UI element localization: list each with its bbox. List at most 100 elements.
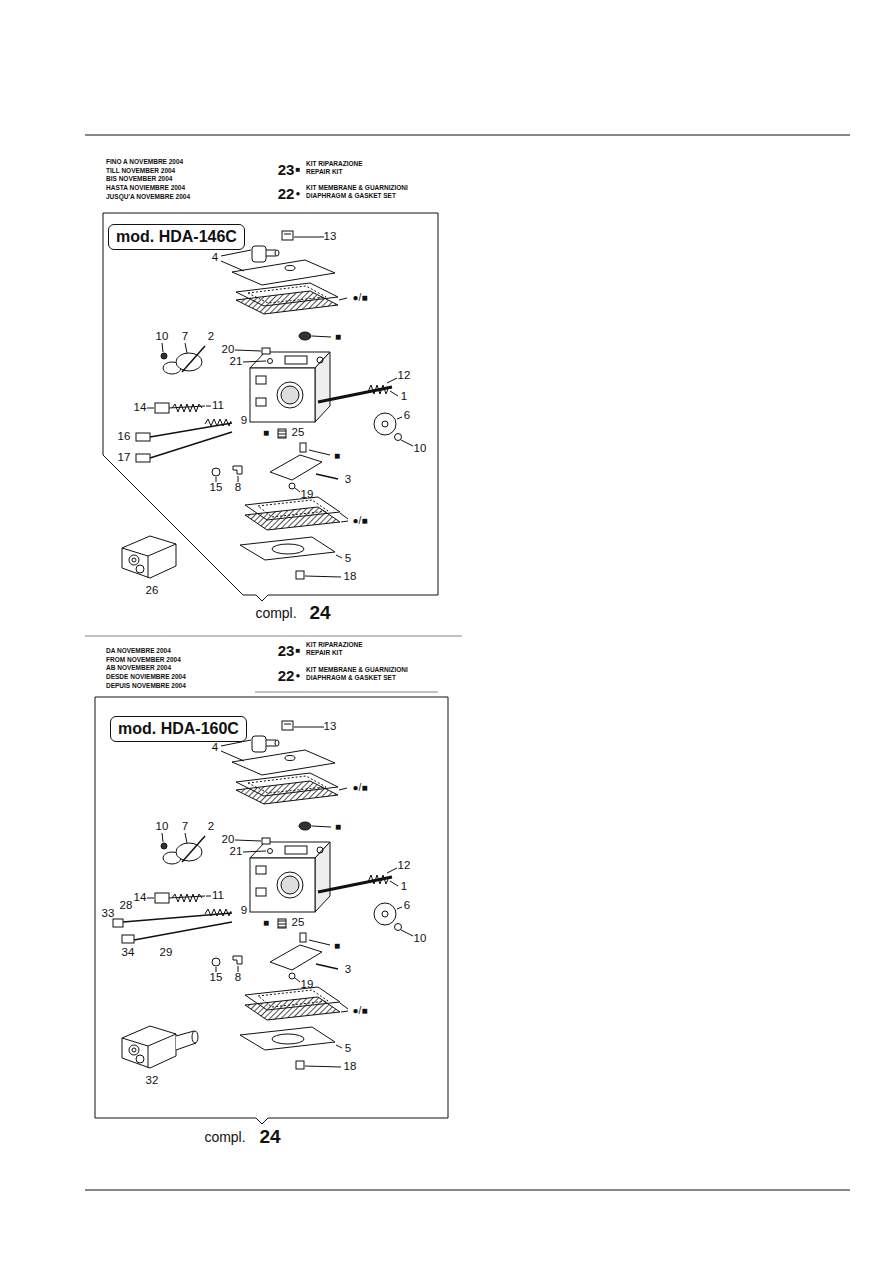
callout-number: 7 <box>182 331 188 343</box>
callout-number: 26 <box>146 585 159 597</box>
callout-number: 1 <box>401 391 407 403</box>
needle-set <box>113 919 123 927</box>
kit-text: REPAIR KIT <box>306 650 342 657</box>
validity-note: DESDE NOVIEMBRE 2004 <box>106 674 186 681</box>
panel-outline <box>95 213 448 1124</box>
needle-set <box>113 913 232 943</box>
kit-text: DIAPHRAGM & GASKET SET <box>306 675 396 682</box>
kit-symbol: ●/■ <box>353 1006 368 1016</box>
kit-symbol: ■ <box>334 941 340 951</box>
validity-note: FROM NOVEMBER 2004 <box>106 656 181 663</box>
callout-number: 14 <box>134 892 147 904</box>
validity-note: DEPUIS NOVEMBRE 2004 <box>106 683 186 690</box>
air-adapter <box>132 558 136 562</box>
callout-number: 16 <box>118 431 131 443</box>
callout-number: 14 <box>134 402 147 414</box>
assembly-label: compl. <box>204 1130 245 1144</box>
carburetor-parts <box>147 231 413 579</box>
callout-number: 17 <box>118 452 131 464</box>
callout-number: 12 <box>398 860 411 872</box>
callout-number: 18 <box>344 1061 357 1073</box>
air-adapter <box>122 1026 198 1068</box>
callout-number: 20 <box>222 834 235 846</box>
kit-symbol: ■ <box>335 822 341 832</box>
callout-number: 4 <box>212 742 218 754</box>
callout-number: 21 <box>230 356 243 368</box>
carburetor-parts <box>147 721 413 1069</box>
kit-text: KIT MEMBRANE & GUARNIZIONI <box>306 667 408 674</box>
air-adapter <box>136 1055 144 1063</box>
kit-symbol: ■ <box>334 451 340 461</box>
needle-set <box>134 922 232 940</box>
kit-symbol: ■ <box>296 166 301 174</box>
needle-set <box>122 935 134 943</box>
callout-number: 10 <box>414 933 427 945</box>
panel-outline <box>103 213 438 601</box>
callout-number: 8 <box>235 482 241 494</box>
page-rule <box>85 636 462 637</box>
kit-number: 23 <box>278 643 295 658</box>
assembly-number: 24 <box>259 1127 280 1146</box>
callout-number: 10 <box>156 821 169 833</box>
callout-number: 28 <box>120 900 133 912</box>
validity-note: FINO A NOVEMBRE 2004 <box>106 159 183 166</box>
page-rule <box>85 135 850 1190</box>
callout-number: 6 <box>404 900 410 912</box>
callout-number: 7 <box>182 821 188 833</box>
callout-number: 15 <box>210 972 223 984</box>
model-box: mod. HDA-160C <box>110 716 247 742</box>
air-adapter <box>122 1026 176 1068</box>
carburetor-parts <box>147 721 413 1069</box>
kit-text: KIT MEMBRANE & GUARNIZIONI <box>306 185 408 192</box>
callout-number: 9 <box>241 905 247 917</box>
callout-number: 13 <box>324 721 337 733</box>
air-adapter <box>136 565 144 573</box>
kit-symbol: ●/■ <box>353 783 368 793</box>
callout-number: 1 <box>401 881 407 893</box>
callout-number: 34 <box>122 947 135 959</box>
air-adapter <box>129 1045 139 1055</box>
kit-text: REPAIR KIT <box>306 169 342 176</box>
kit-number: 22 <box>278 186 295 201</box>
kit-symbol: ■ <box>296 647 301 655</box>
validity-note: DA NOVEMBRE 2004 <box>106 648 171 655</box>
needle-set <box>123 913 232 922</box>
kit-text: DIAPHRAGM & GASKET SET <box>306 193 396 200</box>
kit-symbol: ■ <box>263 428 269 438</box>
callout-number: 4 <box>212 252 218 264</box>
needle-set <box>136 454 150 462</box>
callout-number: 9 <box>241 415 247 427</box>
kit-number: 22 <box>278 668 295 683</box>
kit-number: 23 <box>278 162 295 177</box>
callout-number: 10 <box>414 443 427 455</box>
callout-number: 18 <box>344 571 357 583</box>
model-name: mod. HDA-160C <box>118 720 239 737</box>
callout-number: 32 <box>146 1075 159 1087</box>
air-adapter <box>132 1048 136 1052</box>
panel-outline <box>95 697 448 1124</box>
callout-number: 11 <box>212 400 224 412</box>
callout-number: 19 <box>301 489 314 501</box>
callout-number: 29 <box>160 947 173 959</box>
model-name: mod. HDA-146C <box>116 228 237 245</box>
callout-number: 10 <box>156 331 169 343</box>
kit-symbol: ●/■ <box>353 516 368 526</box>
callout-number: 6 <box>404 410 410 422</box>
callout-number: 5 <box>345 1043 351 1055</box>
callout-number: 15 <box>210 482 223 494</box>
kit-symbol: ● <box>296 672 301 680</box>
kit-text: KIT RIPARAZIONE <box>306 642 363 649</box>
callout-number: 3 <box>345 474 351 486</box>
kit-text: KIT RIPARAZIONE <box>306 161 363 168</box>
model-box: mod. HDA-146C <box>108 224 245 250</box>
page-rule <box>85 1189 850 1190</box>
needle-set <box>150 432 232 458</box>
validity-note: TILL NOVEMBER 2004 <box>106 167 175 174</box>
callout-number: 21 <box>230 846 243 858</box>
validity-note: JUSQU'A NOVEMBRE 2004 <box>106 194 190 201</box>
carburetor-parts <box>147 231 413 579</box>
kit-symbol: ●/■ <box>353 293 368 303</box>
callout-number: 8 <box>235 972 241 984</box>
callout-number: 13 <box>324 231 337 243</box>
callout-number: 19 <box>301 979 314 991</box>
